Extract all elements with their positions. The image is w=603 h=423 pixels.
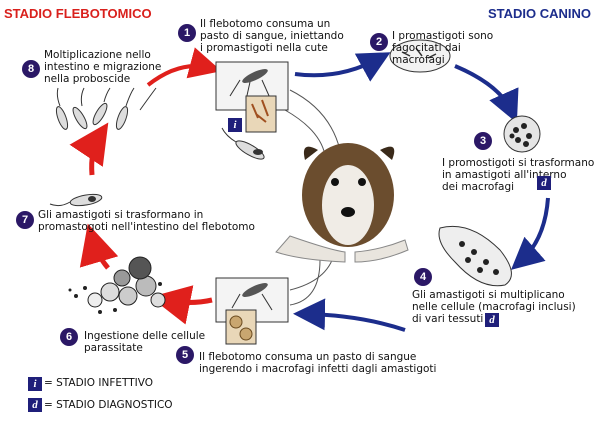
step-4-badge: 4 [414, 268, 432, 286]
promastigote-image-top [221, 127, 265, 160]
legend-infective-label: = STADIO INFETTIVO [44, 377, 153, 389]
step-1-badge: 1 [178, 24, 196, 42]
arrow-step1-to-2 [294, 52, 391, 82]
step-5-text: Il flebotomo consuma un pasto di sangue … [199, 351, 437, 375]
promastigotes-image-step8 [55, 87, 157, 130]
header-phlebotomine-stage: STADIO FLEBOTOMICO [4, 6, 152, 21]
promastigote-image-step7 [49, 193, 103, 207]
diagnostic-stage-tag-step4: d [485, 313, 499, 327]
macrophage-image-step2 [389, 39, 451, 73]
infective-stage-tag: i [228, 118, 242, 132]
arrow-step2-to-3 [454, 64, 519, 123]
step-1-text: Il flebotomo consuma un pasto di sangue,… [200, 18, 344, 54]
arrow-step8-to-1 [146, 47, 222, 87]
step-7-text: Gli amastigoti si trasformano in promast… [38, 209, 255, 233]
step-6-badge: 6 [60, 328, 78, 346]
step-2-badge: 2 [370, 33, 388, 51]
legend-infective-tag: i [28, 377, 42, 391]
step-5-badge: 5 [176, 346, 194, 364]
legend-diagnostic-tag: d [28, 398, 42, 412]
header-canine-stage: STADIO CANINO [488, 6, 592, 21]
arrow-step4-to-5 [293, 298, 406, 332]
step-7-badge: 7 [16, 211, 34, 229]
step-8-badge: 8 [22, 60, 40, 78]
ingested-cells-image-step6 [68, 256, 166, 314]
sandfly-feeding-image-top [215, 61, 289, 133]
arrow-step7-to-8 [69, 122, 109, 176]
step-2-text: I promastigoti sono fagocitati dai macro… [392, 30, 494, 66]
step-4-text: Gli amastigoti si multiplicano nelle cel… [412, 289, 576, 325]
step-8-text: Moltiplicazione nello intestino e migraz… [44, 49, 162, 85]
arrow-step6-to-7 [79, 223, 119, 270]
step-3-text: I promostigoti si trasformano in amastig… [442, 157, 595, 193]
dog-image [275, 143, 409, 263]
arrow-step5-to-6 [150, 285, 213, 325]
arrow-step3-to-4 [510, 197, 550, 270]
macrophage-image-step3 [503, 115, 541, 153]
step-6-text: Ingestione delle cellule parassitate [84, 330, 206, 354]
step-3-badge: 3 [474, 132, 492, 150]
diagnostic-stage-tag-step3: d [537, 176, 551, 190]
infected-cell-image-step4 [438, 225, 512, 287]
sandfly-feeding-image-bottom [215, 277, 289, 345]
legend-diagnostic-label: = STADIO DIAGNOSTICO [44, 399, 173, 411]
